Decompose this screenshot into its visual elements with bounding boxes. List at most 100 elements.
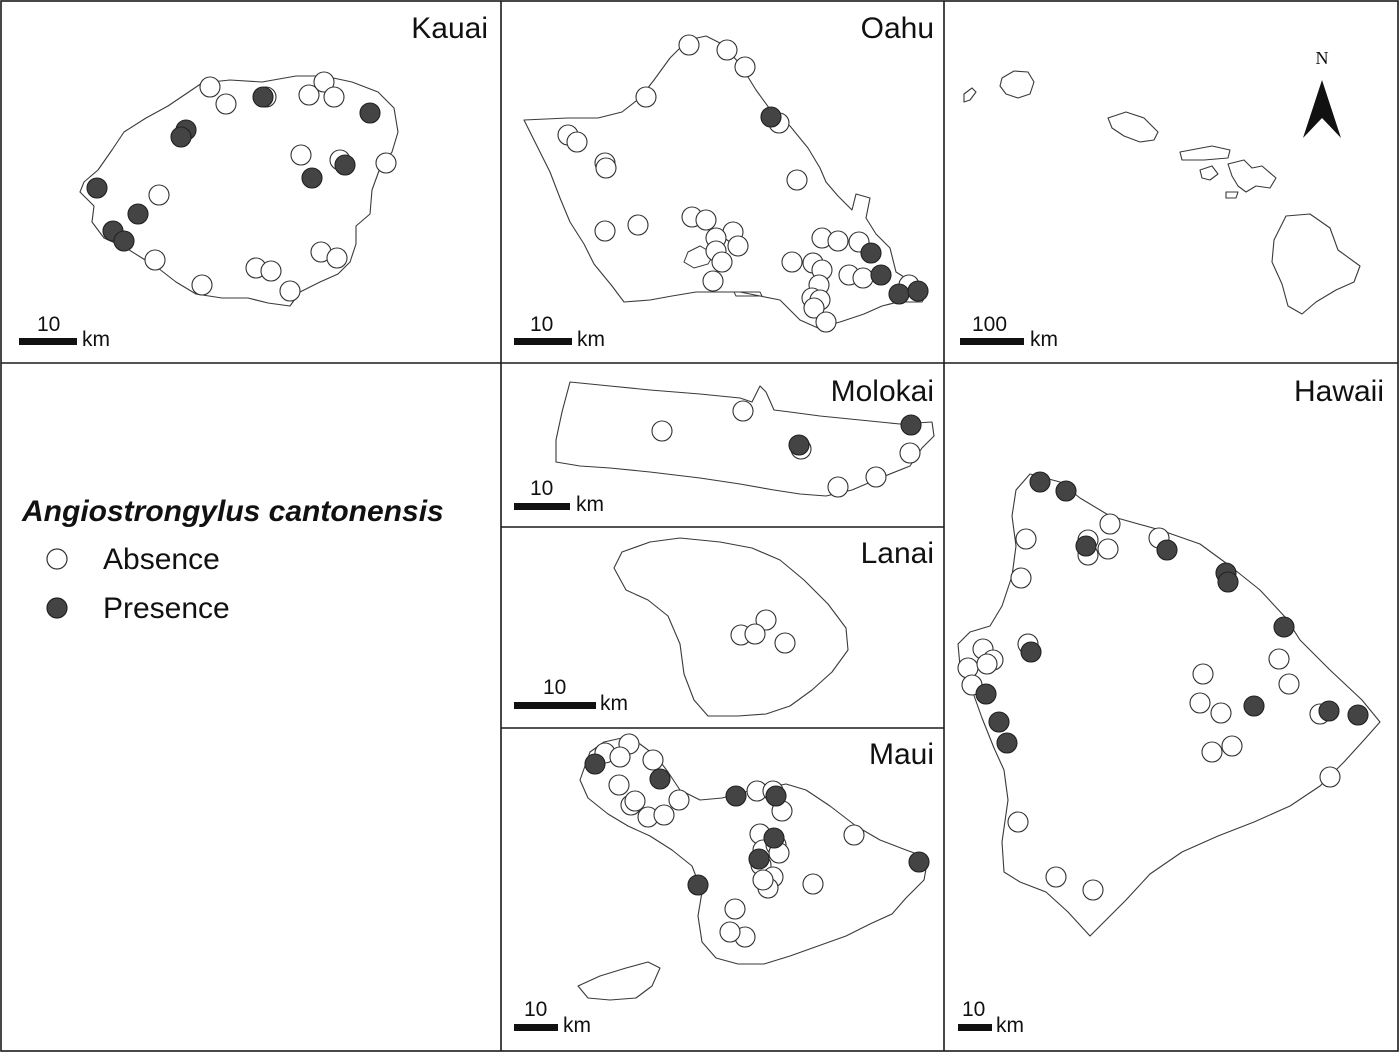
molokai-scale-bar: 10 km: [514, 477, 604, 516]
oahu-absence-marker: [827, 230, 849, 252]
molokai-label: Molokai: [831, 375, 934, 408]
overview-scale-bar: 100 km: [960, 313, 1058, 351]
hawaii-presence-marker: [1273, 616, 1295, 638]
kauai-absence-marker: [375, 152, 397, 174]
maui-absence-marker: [609, 746, 631, 768]
hawaii-absence-marker: [1007, 811, 1029, 833]
molokai-scale-rule: [514, 503, 570, 510]
kauai-presence-marker: [334, 154, 356, 176]
hawaii-presence-marker: [1055, 480, 1077, 502]
panel-kauai: Kauai 10 km: [19, 12, 488, 351]
oahu-absence-marker: [627, 214, 649, 236]
hawaii-presence-marker: [1156, 539, 1178, 561]
kauai-scale-unit: km: [82, 328, 110, 351]
oahu-absence-marker: [786, 169, 808, 191]
maui-absence-marker: [719, 921, 741, 943]
hawaii-absence-marker: [1210, 702, 1232, 724]
kauai-absence-marker: [260, 260, 282, 282]
legend-presence-symbol: [46, 597, 68, 619]
hawaii-absence-marker: [1045, 866, 1067, 888]
maui-presence-marker: [908, 851, 930, 873]
overview-hawaii: [1271, 213, 1361, 315]
lanai-coastline: [613, 537, 849, 717]
maui-absence-marker: [653, 804, 675, 826]
hawaii-absence-marker: [1192, 663, 1214, 685]
oahu-presence-marker: [907, 280, 929, 302]
kauai-absence-marker: [191, 274, 213, 296]
overview-niihau: [963, 87, 977, 103]
maui-absence-marker: [668, 789, 690, 811]
kauai-presence-marker: [127, 203, 149, 225]
hawaii-absence-marker: [1201, 741, 1223, 763]
overview-kauai: [999, 70, 1035, 99]
kauai-scale-value: 10: [37, 313, 60, 336]
oahu-absence-marker: [595, 157, 617, 179]
oahu-absence-marker: [695, 209, 717, 231]
oahu-absence-marker: [711, 251, 733, 273]
hawaii-presence-marker: [1075, 535, 1097, 557]
maui-absence-marker: [624, 790, 646, 812]
oahu-islet: [733, 291, 763, 297]
panel-overview: N 100 km: [960, 48, 1361, 351]
oahu-absence-marker: [734, 56, 756, 78]
legend-presence-label: Presence: [103, 592, 230, 625]
hawaii-absence-marker: [1097, 538, 1119, 560]
lanai-scale-unit: km: [600, 692, 628, 715]
panel-lanai: Lanai 10 km: [514, 537, 934, 717]
molokai-scale-unit: km: [576, 493, 604, 516]
oahu-absence-marker: [702, 270, 724, 292]
north-arrow: N: [1303, 48, 1341, 138]
maui-label: Maui: [869, 738, 934, 771]
kauai-presence-marker: [113, 230, 135, 252]
overview-kahoolawe: [1225, 191, 1239, 199]
panel-maui: Maui 10 km: [514, 733, 934, 1037]
kauai-absence-marker: [148, 184, 170, 206]
overview-scale-value: 100: [972, 313, 1007, 336]
kahoolawe-coastline: [577, 961, 661, 1001]
oahu-absence-marker: [594, 220, 616, 242]
hawaii-absence-marker: [1099, 513, 1121, 535]
maui-scale-unit: km: [563, 1014, 591, 1037]
hawaii-sample-points: [957, 471, 1369, 901]
oahu-absence-marker: [678, 34, 700, 56]
hawaii-presence-marker: [988, 711, 1010, 733]
hawaii-presence-marker: [1318, 700, 1340, 722]
molokai-scale-value: 10: [530, 477, 553, 500]
overview-lanai: [1199, 165, 1219, 181]
maui-absence-marker: [724, 898, 746, 920]
oahu-scale-bar: 10 km: [514, 313, 605, 351]
maui-scale-rule: [514, 1024, 558, 1031]
lanai-absence-marker: [755, 609, 777, 631]
oahu-absence-marker: [815, 311, 837, 333]
kauai-sample-points: [86, 71, 397, 302]
overview-oahu: [1107, 111, 1159, 143]
kauai-absence-marker: [144, 249, 166, 271]
legend-absence-label: Absence: [103, 543, 220, 576]
maui-sample-points: [584, 733, 930, 948]
hawaii-presence-marker: [1243, 695, 1265, 717]
panel-oahu: Oahu 10 km: [514, 12, 934, 351]
oahu-presence-marker: [760, 106, 782, 128]
maui-absence-marker: [752, 869, 774, 891]
lanai-scale-bar: 10 km: [514, 676, 628, 715]
oahu-absence-marker: [781, 251, 803, 273]
oahu-presence-marker: [860, 242, 882, 264]
maui-presence-marker: [748, 848, 770, 870]
overview-scale-rule: [960, 338, 1024, 345]
maui-scale-value: 10: [524, 998, 547, 1021]
hawaii-absence-marker: [1268, 648, 1290, 670]
legend-absence-symbol: [46, 548, 68, 570]
kauai-presence-marker: [359, 102, 381, 124]
kauai-absence-marker: [215, 93, 237, 115]
kauai-absence-marker: [279, 280, 301, 302]
hawaii-scale-bar: 10 km: [958, 998, 1024, 1037]
hawaii-absence-marker: [1189, 692, 1211, 714]
molokai-coastline: [555, 381, 935, 497]
maui-presence-marker: [649, 768, 671, 790]
maui-absence-marker: [843, 824, 865, 846]
hawaii-presence-marker: [996, 732, 1018, 754]
hawaii-absence-marker: [1010, 567, 1032, 589]
